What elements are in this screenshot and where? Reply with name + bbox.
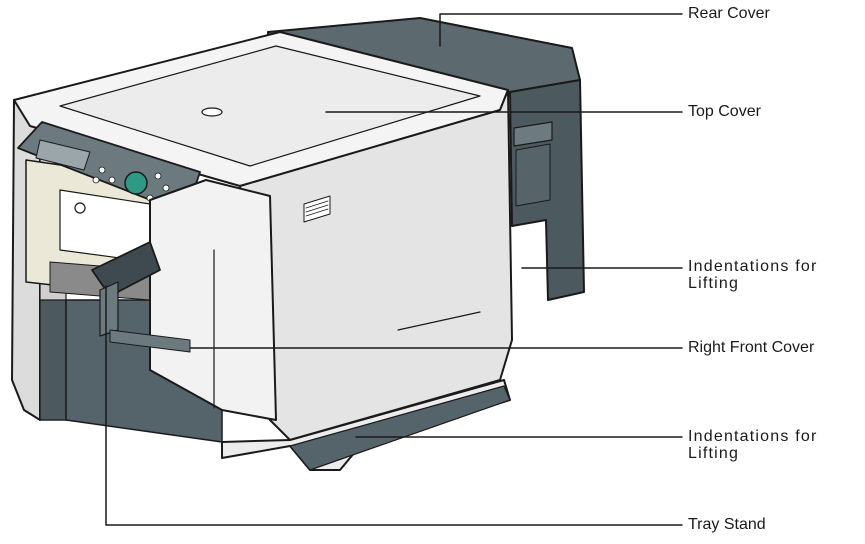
label-tray-stand: Tray Stand	[688, 516, 766, 533]
leader-rear-cover	[439, 13, 683, 47]
label-top-cover: Top Cover	[688, 103, 761, 120]
label-indentations-upper-line2: Lifting	[688, 275, 740, 292]
label-rear-cover: Rear Cover	[688, 5, 770, 22]
right-front-cover-shape	[149, 179, 277, 421]
control-panel	[17, 121, 201, 215]
label-indentations-upper-line1: Indentations for	[688, 258, 818, 275]
base-stand-shape	[221, 379, 511, 471]
label-right-front-cover: Right Front Cover	[688, 339, 815, 356]
label-indentations-lower-line1: Indentations for	[688, 428, 818, 445]
label-indentations-lower-line2: Lifting	[688, 445, 740, 462]
tray-stand-shape	[91, 241, 191, 353]
right-body-shape	[239, 89, 513, 441]
callout-lines	[105, 13, 683, 526]
rear-cover-shape	[267, 17, 585, 301]
leader-tray-stand	[105, 285, 683, 526]
